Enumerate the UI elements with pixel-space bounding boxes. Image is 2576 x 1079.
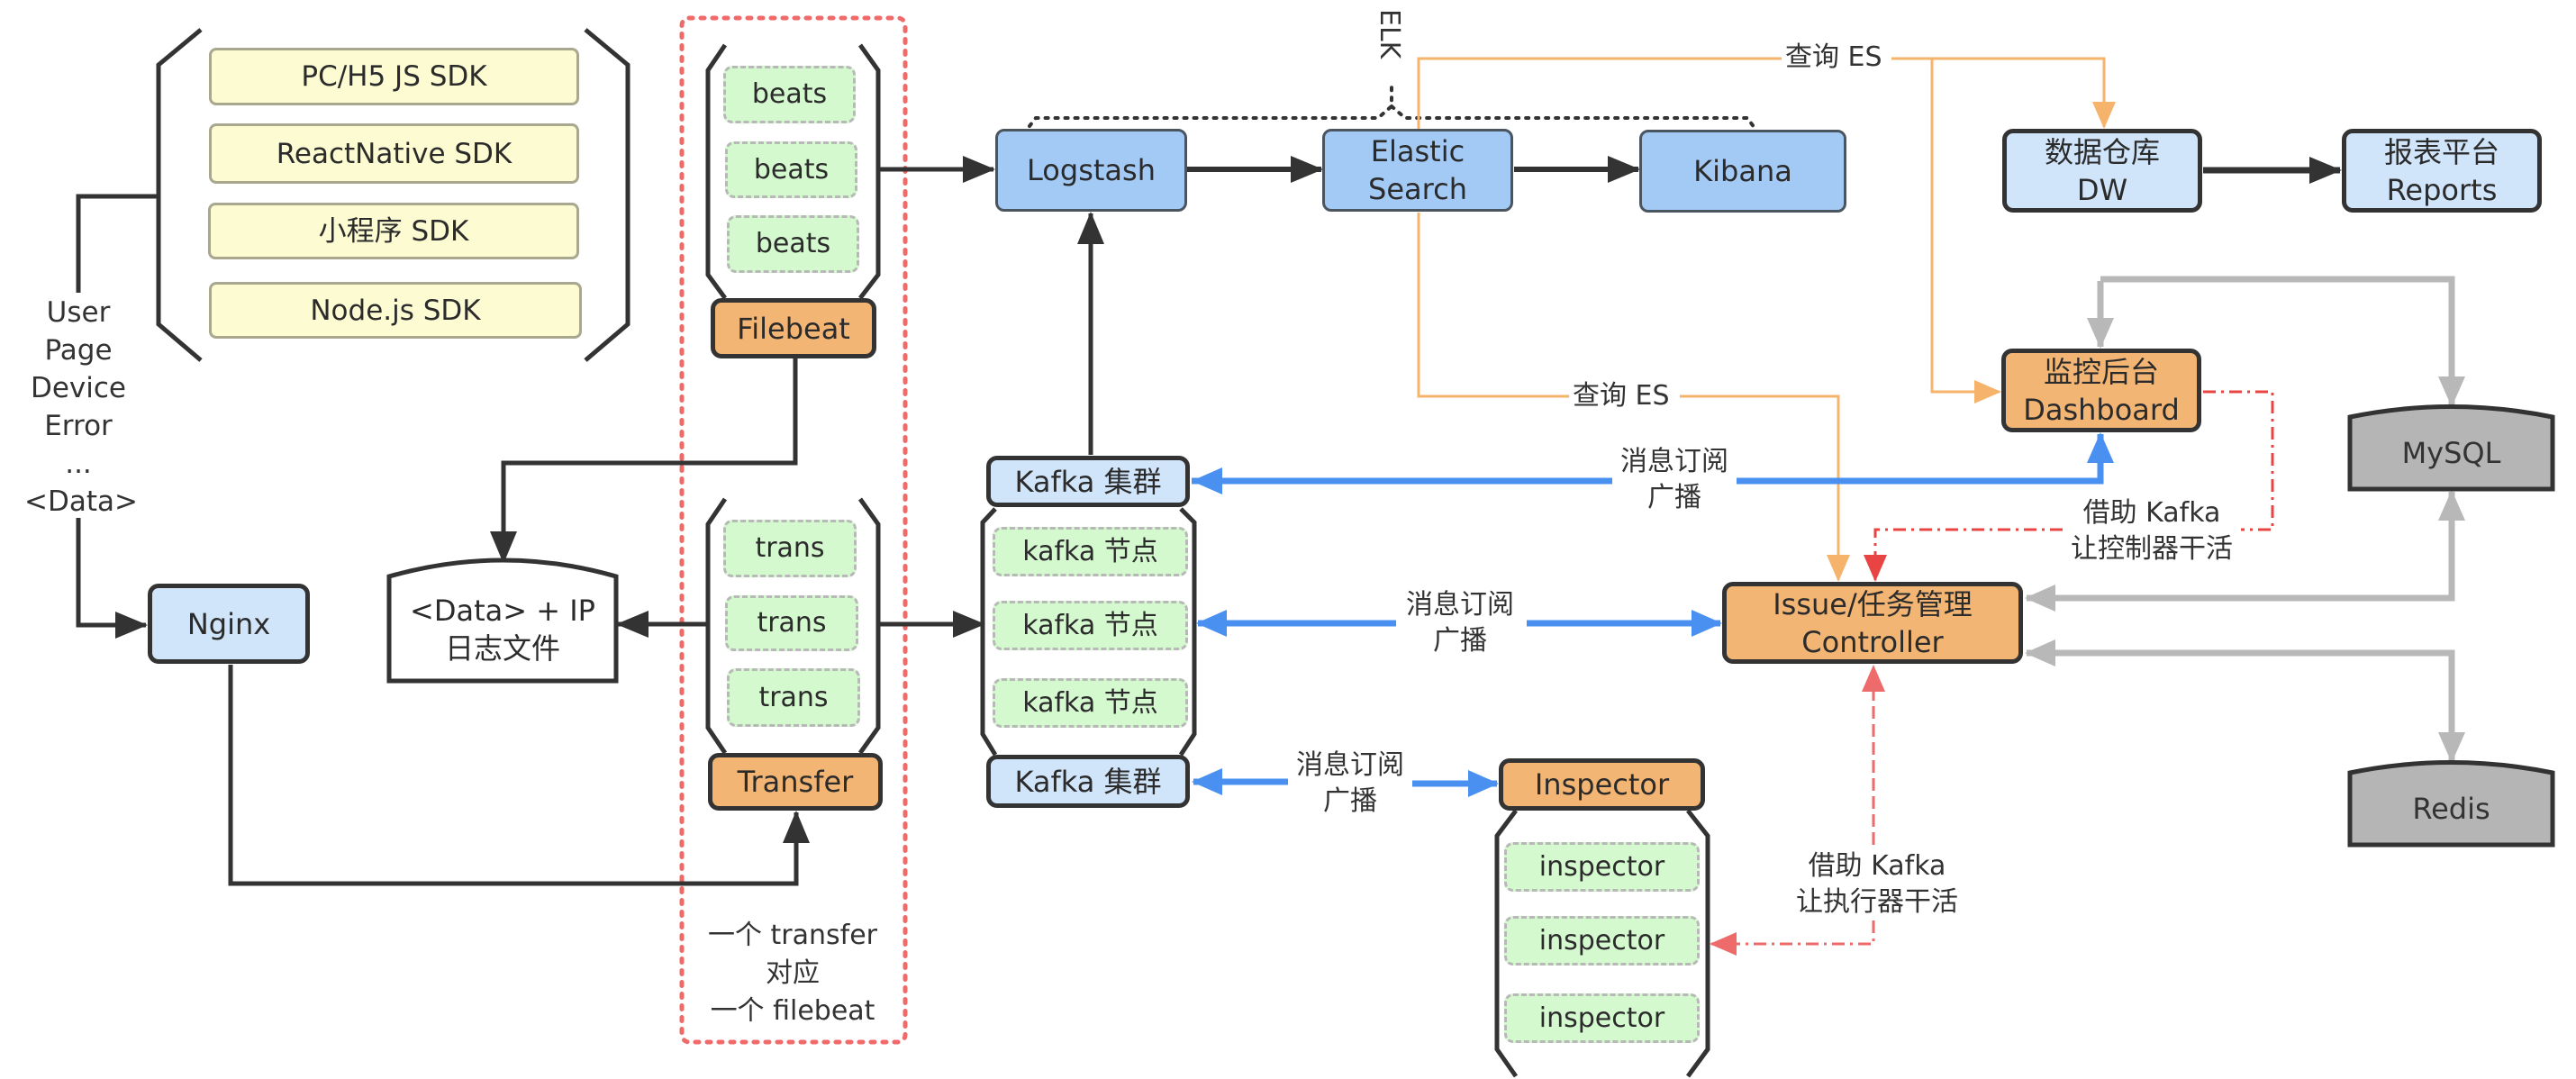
msg-sub-label-middle: 消息订阅 广播 — [1398, 587, 1522, 659]
msg-sub-label-top: 消息订阅 广播 — [1612, 444, 1737, 516]
reports-node[interactable]: 报表平台 Reports — [2342, 129, 2542, 213]
mysql-node[interactable]: MySQL — [2401, 436, 2501, 470]
kafka-controller-line1: 借助 Kafka — [2082, 497, 2221, 529]
dashboard-mysql-gray-arrow — [2100, 276, 2465, 407]
controller-node[interactable]: Issue/任务管理 Controller — [1722, 582, 2023, 664]
controller-redis-gray-arrow — [2025, 639, 2465, 763]
kafka-controller-label: 借助 Kafka 让控制器干活 — [2063, 495, 2241, 567]
label-to-nginx-arrow — [76, 518, 148, 639]
query-es-top-label: 查询 ES — [1782, 40, 1886, 76]
controller-line2: Controller — [1801, 624, 1944, 659]
msg-sub-label-bottom: 消息订阅 广播 — [1288, 748, 1412, 820]
collected-data-label: User Page Device Error ... <Data> — [24, 294, 138, 521]
log-file-line2: 日志文件 — [444, 631, 560, 666]
reports-line1: 报表平台 — [2383, 134, 2499, 169]
msg-sub-middle-line1: 消息订阅 — [1406, 589, 1514, 621]
trans-item[interactable]: trans — [725, 595, 858, 651]
sdk-bracket-right — [584, 28, 630, 362]
sdk-react-native[interactable]: ReactNative SDK — [209, 123, 579, 184]
dashboard-to-controller-red-line — [1875, 390, 2274, 580]
filebeat-transfer-group-border — [679, 15, 908, 1045]
data-warehouse-node[interactable]: 数据仓库 DW — [2002, 129, 2202, 213]
kafka-executor-line2: 让执行器干活 — [1796, 886, 1958, 918]
dashboard-node[interactable]: 监控后台 Dashboard — [2001, 349, 2201, 432]
log-file-line1: <Data> + IP — [410, 594, 595, 628]
data-label-device: Device — [30, 372, 127, 404]
beats-container-left — [705, 43, 728, 300]
group-note: 一个 transfer 对应 一个 filebeat — [694, 917, 892, 1030]
beats-item[interactable]: beats — [727, 215, 859, 273]
beats-container-right — [857, 43, 881, 300]
kibana-node[interactable]: Kibana — [1639, 130, 1846, 213]
kafka-cluster-bottom[interactable]: Kafka 集群 — [986, 755, 1190, 808]
data-label-data: <Data> — [24, 485, 138, 518]
reports-line2: Reports — [2386, 172, 2498, 207]
group-note-line1: 一个 transfer — [707, 920, 877, 951]
sdk-pc-h5[interactable]: PC/H5 JS SDK — [209, 48, 579, 105]
trans-item[interactable]: trans — [723, 520, 857, 577]
inspector-item[interactable]: inspector — [1504, 993, 1700, 1043]
redis-node[interactable]: Redis — [2412, 792, 2490, 826]
msg-sub-top-line1: 消息订阅 — [1620, 446, 1728, 477]
elasticsearch-line2: Search — [1368, 172, 1467, 206]
log-file-node[interactable]: <Data> + IP 日志文件 — [389, 580, 616, 679]
kafka-controller-line2: 让控制器干活 — [2071, 533, 2233, 565]
msg-sub-bottom-line2: 广播 — [1323, 785, 1377, 817]
query-es-to-dashboard-line — [1930, 59, 2001, 403]
elasticsearch-line1: Elastic — [1370, 134, 1465, 168]
data-label-ellipsis: ... — [65, 448, 92, 480]
inspector-node[interactable]: Inspector — [1499, 758, 1705, 811]
inspector-item[interactable]: inspector — [1504, 842, 1700, 892]
group-note-line3: 一个 filebeat — [710, 995, 875, 1027]
group-note-line2: 对应 — [766, 957, 820, 989]
msg-sub-top-line2: 广播 — [1647, 482, 1701, 513]
sdk-nodejs[interactable]: Node.js SDK — [209, 282, 582, 339]
controller-mysql-gray-arrow — [2025, 490, 2465, 612]
nginx-node[interactable]: Nginx — [148, 584, 310, 664]
data-label-error: Error — [44, 410, 113, 442]
nginx-to-transfer-arrow — [228, 665, 810, 886]
inspector-container — [1494, 809, 1710, 1078]
msg-sub-middle-line2: 广播 — [1433, 625, 1487, 657]
kafka-executor-label: 借助 Kafka 让执行器干活 — [1788, 848, 1966, 920]
kafka-executor-line1: 借助 Kafka — [1808, 850, 1946, 882]
kafka-node-item[interactable]: kafka 节点 — [993, 601, 1188, 650]
beats-item[interactable]: beats — [725, 141, 857, 198]
sdk-mini-program[interactable]: 小程序 SDK — [208, 203, 579, 259]
kafka-node-item[interactable]: kafka 节点 — [993, 527, 1188, 576]
inspector-item[interactable]: inspector — [1504, 916, 1700, 966]
msg-sub-bottom-line1: 消息订阅 — [1296, 749, 1404, 781]
query-es-mid-label: 查询 ES — [1569, 378, 1673, 414]
dashboard-line1: 监控后台 — [2043, 354, 2159, 389]
redis-shape — [2347, 760, 2555, 848]
elk-label: ELK — [1374, 9, 1405, 59]
beats-item[interactable]: beats — [723, 66, 856, 123]
trans-container-right — [857, 497, 881, 755]
data-warehouse-line2: DW — [2076, 172, 2128, 207]
elasticsearch-node[interactable]: Elastic Search — [1322, 129, 1513, 212]
transfer-node[interactable]: Transfer — [708, 753, 883, 811]
controller-line1: Issue/任务管理 — [1773, 586, 1973, 621]
query-es-top-line — [1417, 57, 2104, 129]
data-warehouse-line1: 数据仓库 — [2044, 134, 2160, 169]
query-es-mid-line — [1417, 213, 1838, 580]
data-label-page: Page — [44, 334, 113, 367]
trans-item[interactable]: trans — [727, 668, 860, 727]
trans-container-left — [705, 497, 728, 755]
mysql-shape — [2347, 404, 2555, 492]
log-file-shape — [386, 558, 619, 684]
sdk-to-label-line — [76, 194, 159, 293]
filebeat-to-logfile-arrow — [490, 358, 798, 564]
filebeat-node[interactable]: Filebeat — [711, 298, 876, 358]
sdk-bracket-left — [156, 28, 203, 362]
dashboard-line2: Dashboard — [2023, 392, 2180, 427]
elk-dotted-bracket — [1028, 84, 1756, 130]
kafka-node-item[interactable]: kafka 节点 — [993, 678, 1188, 728]
controller-to-inspector-red-line — [1710, 920, 1875, 956]
data-label-user: User — [46, 296, 111, 329]
kafka-cluster-top[interactable]: Kafka 集群 — [986, 456, 1190, 507]
logstash-node[interactable]: Logstash — [995, 129, 1187, 212]
